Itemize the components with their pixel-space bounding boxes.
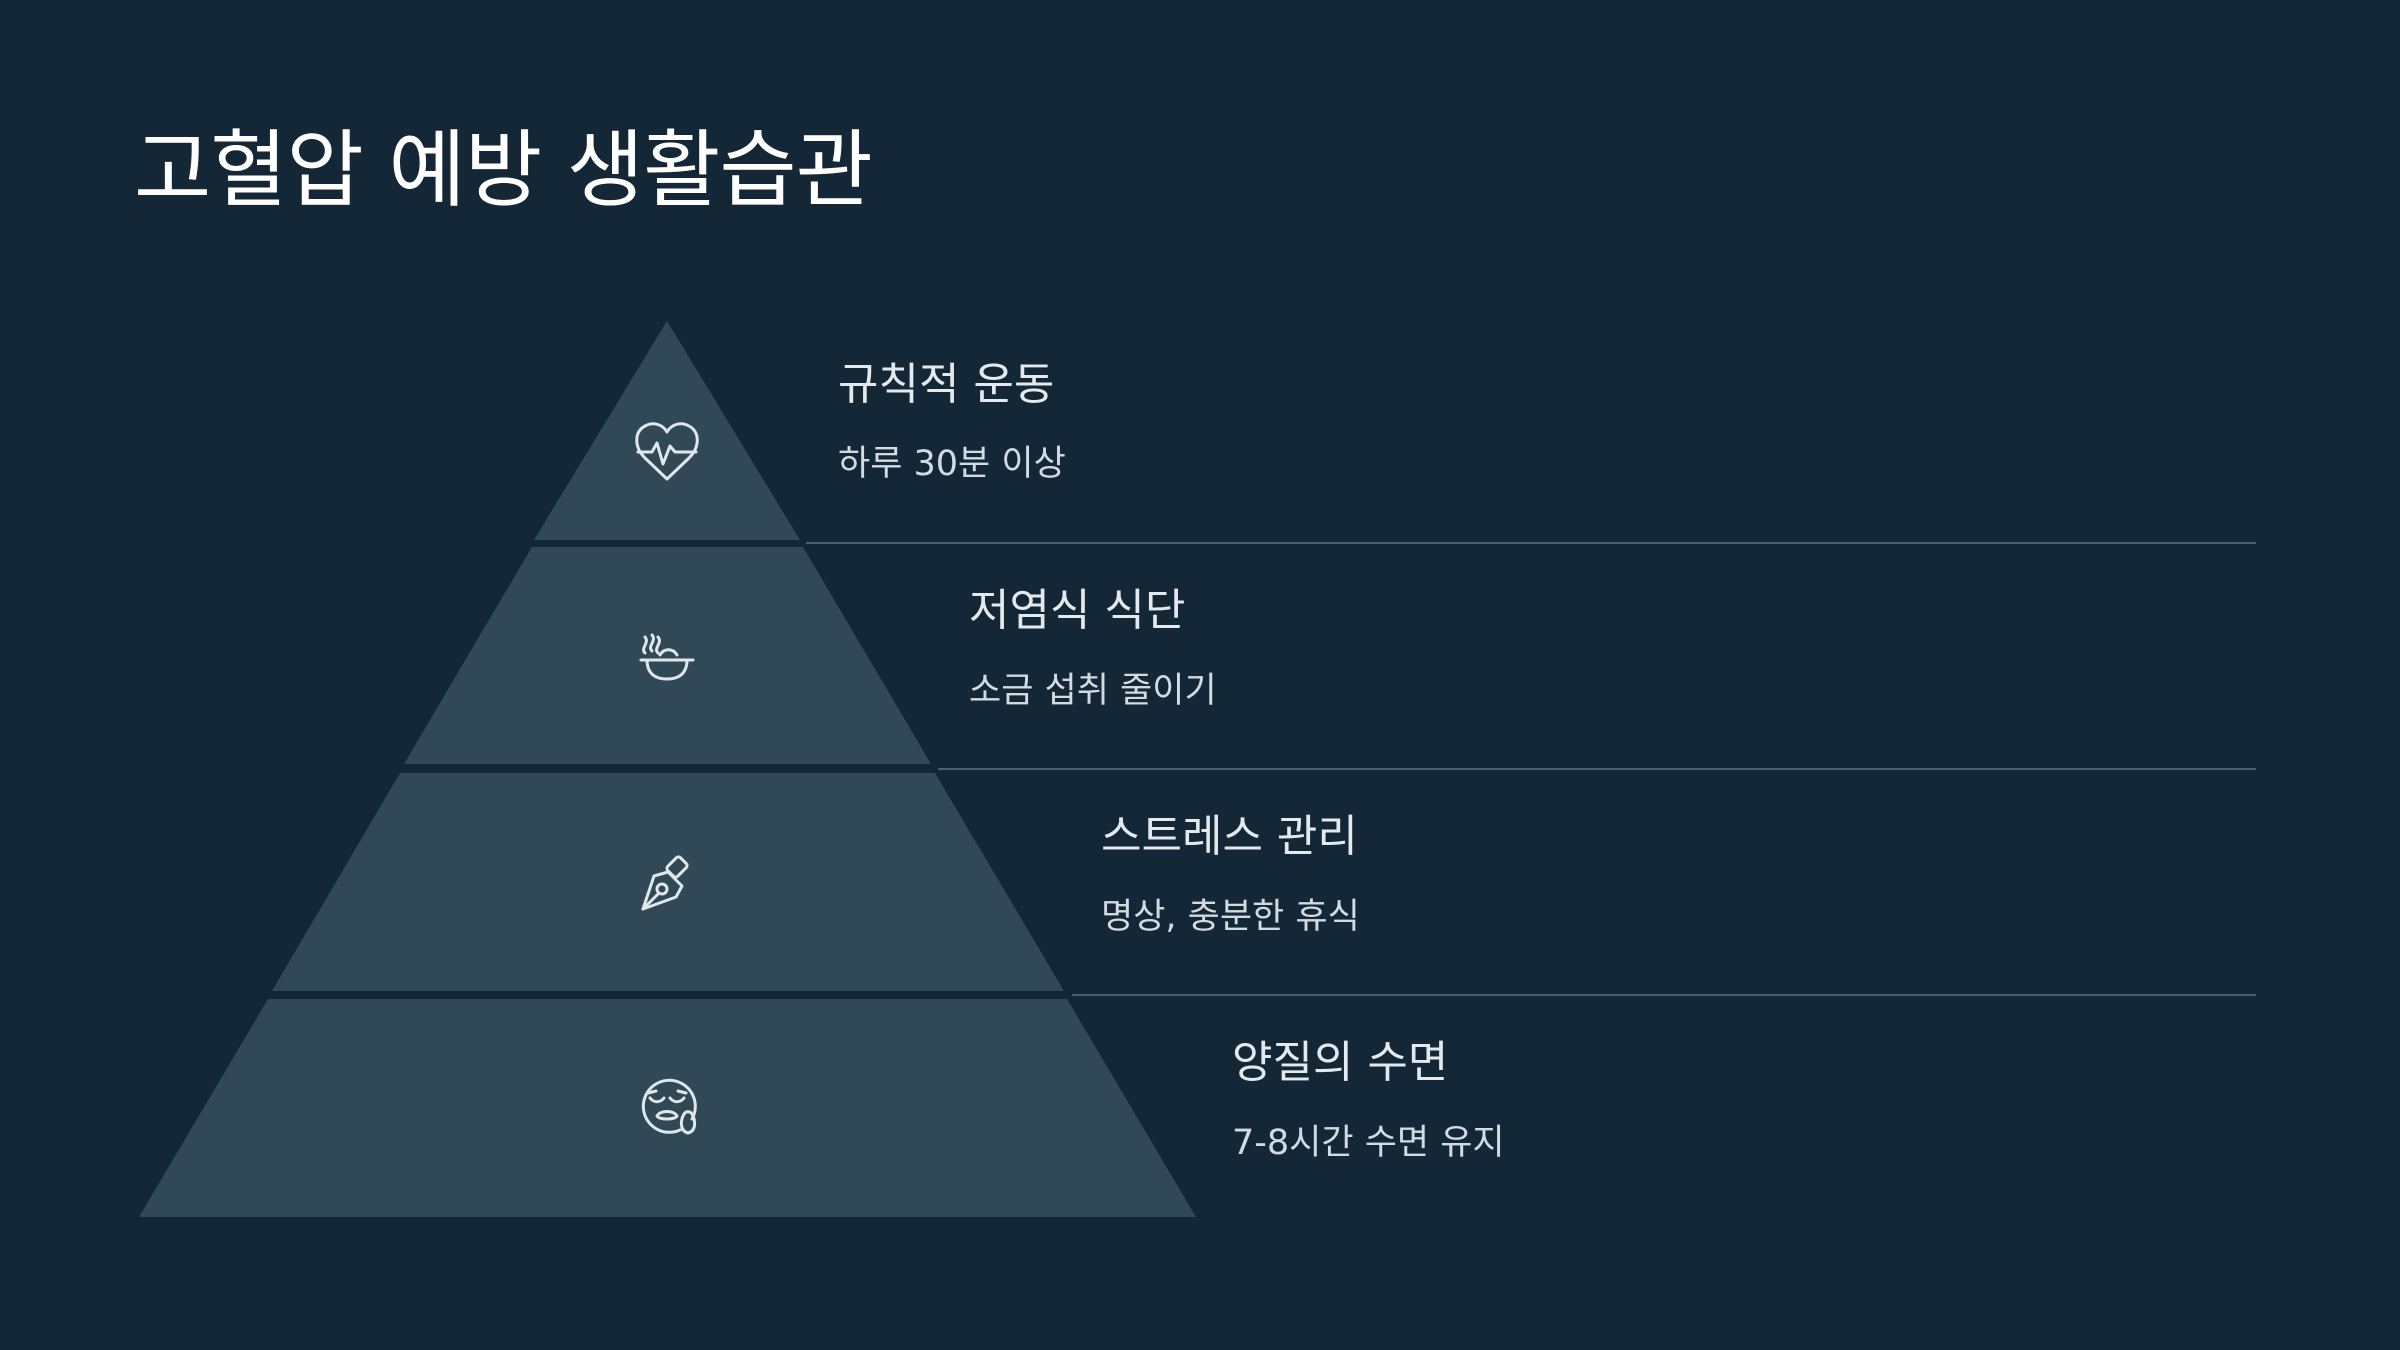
divider-2 [938,768,2256,770]
pyramid-tier-4 [139,999,1196,1217]
sleeping-face-icon [641,1078,697,1135]
pen-nib-icon [641,855,689,911]
steaming-bowl-icon [639,633,695,681]
level-title-diet: 저염식 식단 [969,585,1186,636]
level-desc-diet: 소금 섭취 줄이기 [969,671,1217,711]
level-desc-stress: 명상, 충분한 휴식 [1101,897,1360,937]
divider-1 [806,542,2256,544]
page-title: 고혈압 예방 생활습관 [134,121,873,219]
level-title-exercise: 규칙적 운동 [838,359,1055,410]
level-title-stress: 스트레스 관리 [1101,811,1358,862]
divider-3 [1072,994,2256,996]
pyramid-tier-3 [272,773,1064,991]
level-title-sleep: 양질의 수면 [1232,1037,1449,1088]
pyramid-tier-2 [404,547,931,764]
heart-pulse-icon [635,422,699,481]
level-desc-exercise: 하루 30분 이상 [838,444,1066,484]
level-desc-sleep: 7-8시간 수면 유지 [1232,1123,1505,1163]
